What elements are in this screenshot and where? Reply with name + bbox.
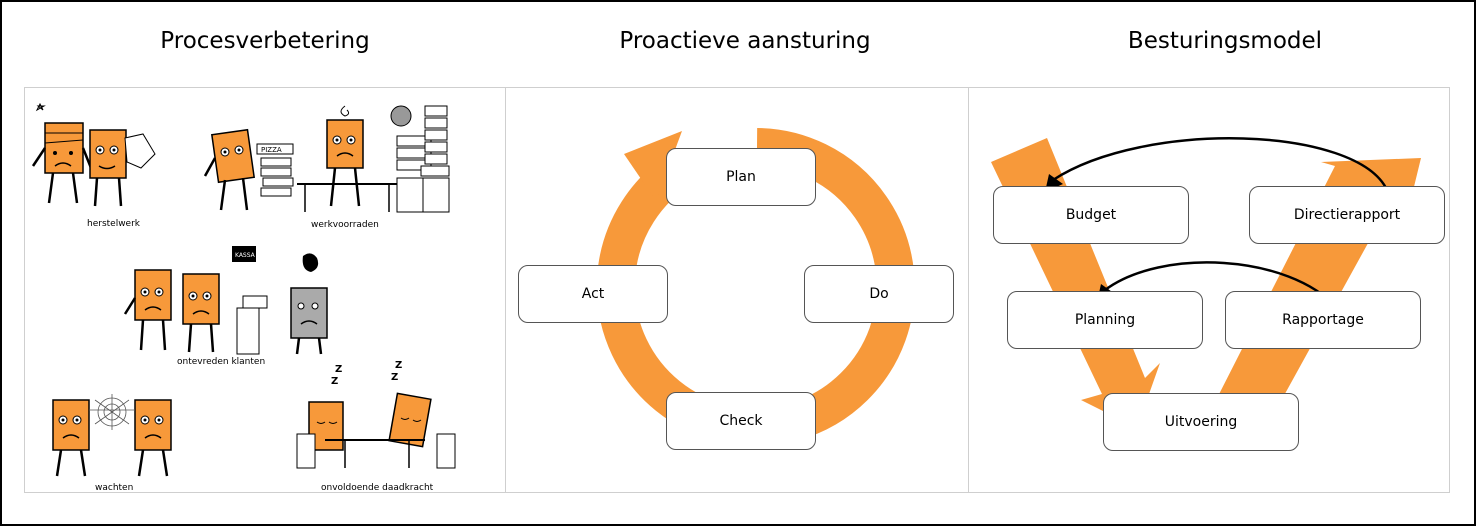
caption-ontevreden-klanten: ontevreden klanten	[177, 357, 265, 367]
heading-proactieve-aansturing: Proactieve aansturing	[619, 28, 871, 54]
waste-illustrations: herstelwerk PIZZA	[31, 102, 456, 493]
pdca-do-label: Do	[869, 286, 889, 302]
pdca-do: Do	[804, 265, 954, 323]
feedback-arrow-directierapport-budget	[1052, 137, 1389, 191]
panel-besturingsmodel: Budget Directierapport Planning Rapporta…	[968, 87, 1450, 493]
pizza-sign: PIZZA	[261, 146, 282, 154]
pdca-plan-label: Plan	[726, 169, 756, 185]
pdca-plan: Plan	[666, 148, 816, 206]
panel-proactieve-aansturing: Plan Do Check Act	[505, 87, 969, 493]
model-uitvoering: Uitvoering	[1103, 393, 1299, 451]
heading-besturingsmodel: Besturingsmodel	[1127, 28, 1323, 54]
panel-procesverbetering: herstelwerk PIZZA	[24, 87, 506, 493]
herstelwerk-illustration	[31, 102, 156, 207]
model-uitvoering-label: Uitvoering	[1164, 414, 1238, 430]
pdca-act: Act	[518, 265, 668, 323]
sleep-z-icon: Z	[395, 360, 402, 371]
pdca-act-label: Act	[581, 286, 605, 302]
model-directierapport-label: Directierapport	[1293, 207, 1401, 223]
model-rapportage: Rapportage	[1225, 291, 1421, 349]
sleep-z-icon: Z	[391, 372, 398, 383]
werkvoorraden-illustration: PIZZA	[203, 105, 450, 213]
model-planning: Planning	[1007, 291, 1203, 349]
pdca-check-label: Check	[719, 413, 763, 429]
ontevreden-klanten-illustration: KASSA	[123, 246, 328, 355]
caption-onvoldoende-daadkracht: onvoldoende daadkracht	[321, 483, 434, 493]
caption-werkvoorraden: werkvoorraden	[311, 220, 379, 230]
model-rapportage-label: Rapportage	[1282, 312, 1364, 328]
cycle-arrowhead-icon	[624, 131, 682, 201]
model-directierapport: Directierapport	[1249, 186, 1445, 244]
model-budget-label: Budget	[1065, 207, 1117, 223]
feedback-arrow-rapportage-planning	[1104, 261, 1338, 309]
model-budget: Budget	[993, 186, 1189, 244]
sleep-z-icon: Z	[335, 364, 342, 375]
downward-orange-arrow	[991, 138, 1160, 428]
wachten-illustration	[52, 394, 172, 477]
heading-procesverbetering: Procesverbetering	[160, 28, 370, 54]
model-planning-label: Planning	[1074, 312, 1136, 328]
caption-wachten: wachten	[95, 483, 133, 493]
caption-herstelwerk: herstelwerk	[87, 219, 141, 229]
onvoldoende-daadkracht-illustration: Z Z Z Z	[296, 360, 456, 469]
pdca-check: Check	[666, 392, 816, 450]
sleep-z-icon: Z	[331, 376, 338, 387]
kassa-sign: KASSA	[235, 252, 256, 259]
